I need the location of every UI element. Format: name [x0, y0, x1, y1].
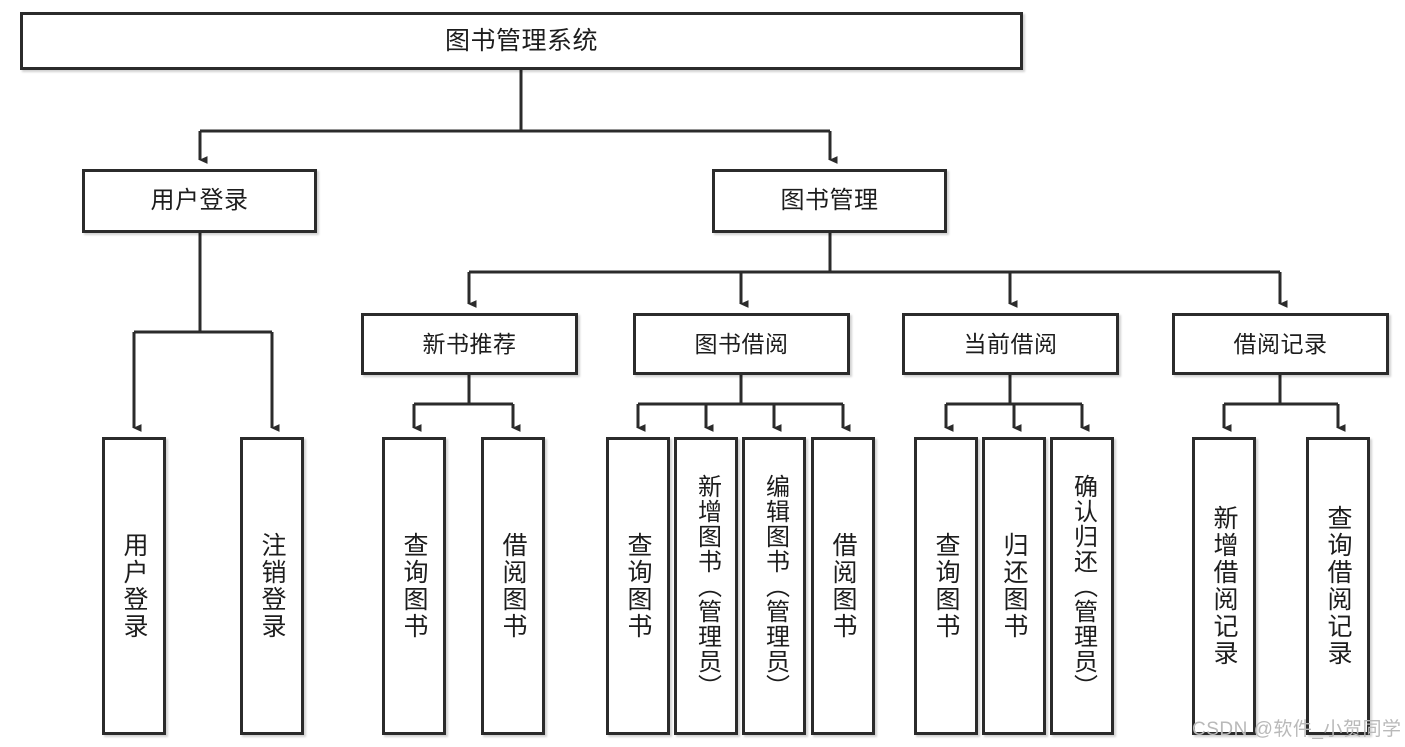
node-root-system[interactable]: 图书管理系统: [20, 12, 1023, 70]
leaf-add-borrow-record[interactable]: 新增借阅记录: [1192, 437, 1256, 735]
node-label: 新增图书（管理员）: [693, 473, 721, 699]
node-label: 图书管理: [780, 187, 879, 215]
leaf-return-book[interactable]: 归还图书: [982, 437, 1046, 735]
leaf-query-borrow-record[interactable]: 查询借阅记录: [1306, 437, 1370, 735]
leaf-query-book-recommend[interactable]: 查询图书: [382, 437, 446, 735]
leaf-borrow-book[interactable]: 借阅图书: [811, 437, 875, 735]
watermark: CSDN @软件_小贺同学: [1192, 719, 1402, 740]
node-label: 用户登录: [150, 187, 249, 215]
node-label: 查询图书: [624, 532, 652, 640]
node-label: 当前借阅: [963, 330, 1058, 357]
node-borrow-record[interactable]: 借阅记录: [1172, 313, 1389, 375]
leaf-add-book-admin[interactable]: 新增图书（管理员）: [674, 437, 738, 735]
node-label: 注销登录: [258, 532, 286, 640]
node-label: 确认归还（管理员）: [1069, 473, 1097, 699]
node-user-login[interactable]: 用户登录: [82, 169, 317, 233]
node-label: 查询图书: [932, 532, 960, 640]
node-label: 借阅记录: [1233, 330, 1328, 357]
node-current-borrow[interactable]: 当前借阅: [902, 313, 1119, 375]
node-label: 用户登录: [120, 532, 148, 640]
leaf-user-logout[interactable]: 注销登录: [240, 437, 304, 735]
node-book-management[interactable]: 图书管理: [712, 169, 947, 233]
node-label: 新增借阅记录: [1210, 505, 1238, 667]
node-label: 图书借阅: [694, 330, 789, 357]
leaf-query-book-current[interactable]: 查询图书: [914, 437, 978, 735]
node-label: 新书推荐: [422, 330, 517, 357]
leaf-user-login[interactable]: 用户登录: [102, 437, 166, 735]
node-label: 归还图书: [1000, 532, 1028, 640]
leaf-edit-book-admin[interactable]: 编辑图书（管理员）: [742, 437, 806, 735]
node-new-book-recommend[interactable]: 新书推荐: [361, 313, 578, 375]
node-label: 借阅图书: [499, 532, 527, 640]
node-label: 查询图书: [400, 532, 428, 640]
leaf-confirm-return-admin[interactable]: 确认归还（管理员）: [1050, 437, 1114, 735]
leaf-borrow-book-recommend[interactable]: 借阅图书: [481, 437, 545, 735]
node-label: 图书管理系统: [444, 26, 598, 55]
leaf-query-book-borrow[interactable]: 查询图书: [606, 437, 670, 735]
node-label: 编辑图书（管理员）: [761, 473, 789, 699]
node-book-borrow[interactable]: 图书借阅: [633, 313, 850, 375]
node-label: 查询借阅记录: [1324, 505, 1352, 667]
node-label: 借阅图书: [829, 532, 857, 640]
